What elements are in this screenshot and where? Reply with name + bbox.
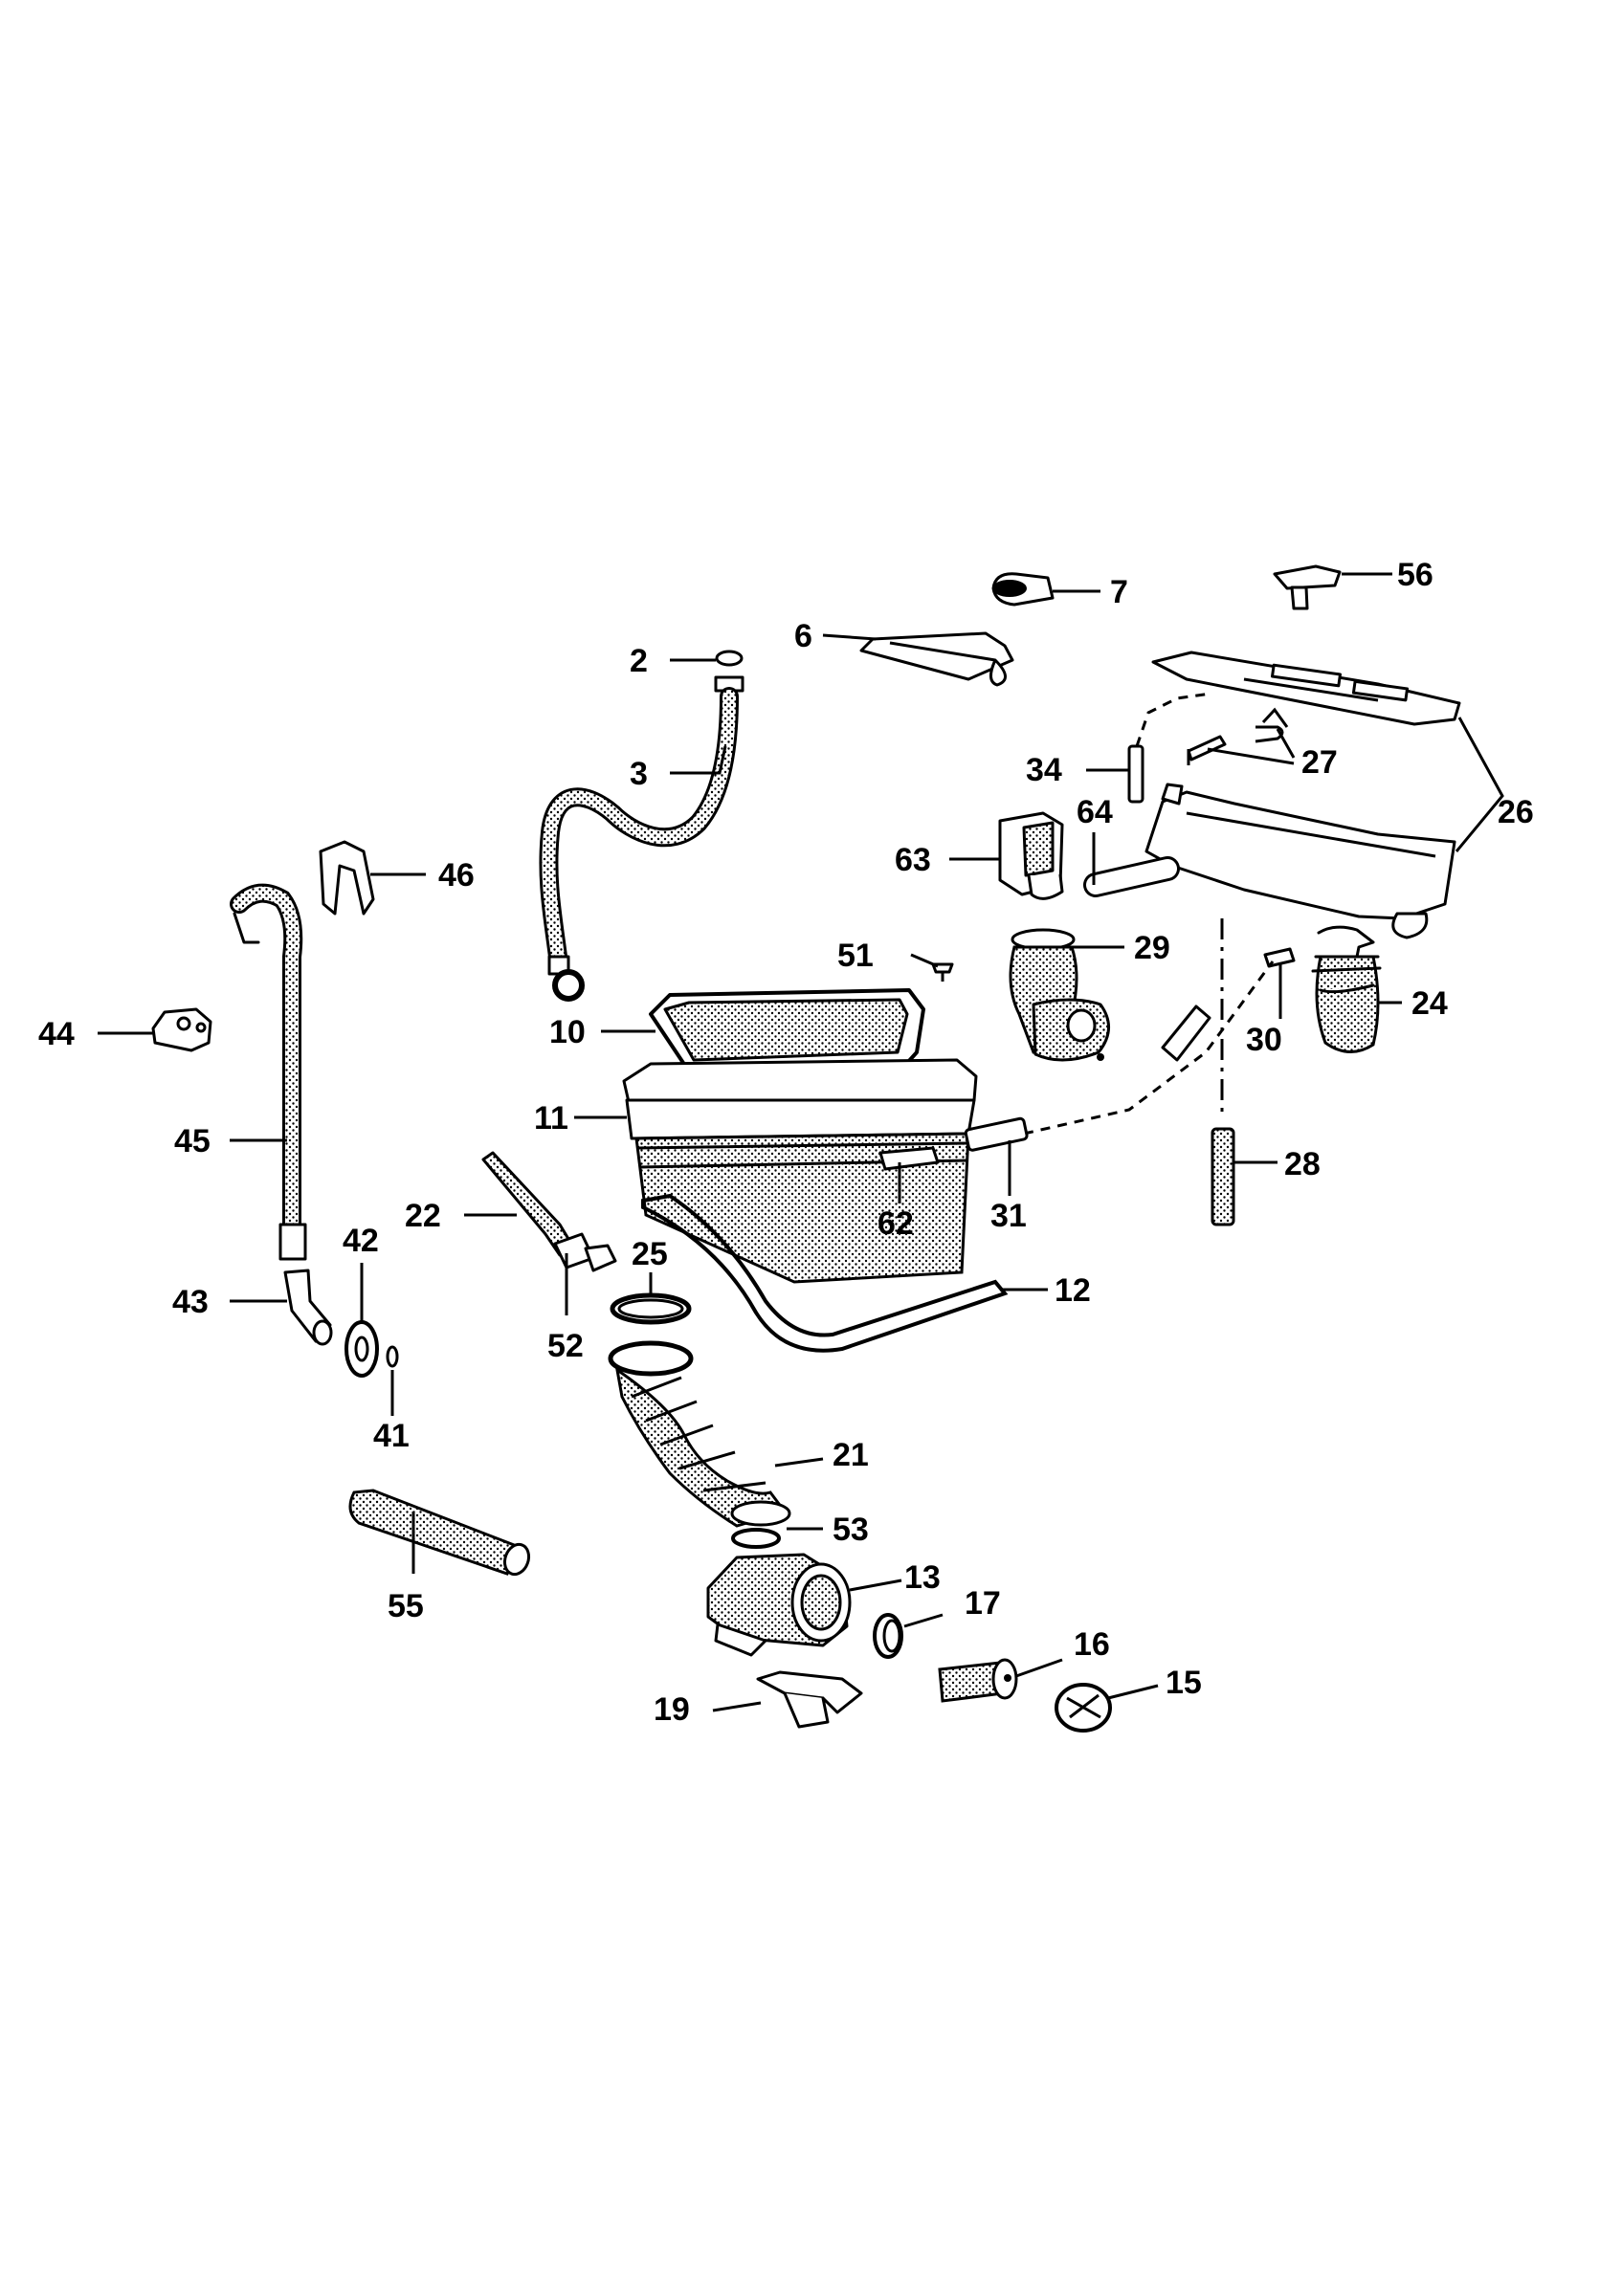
label-52: 52 — [547, 1328, 584, 1364]
label-64: 64 — [1077, 794, 1113, 830]
part-11-outer-tub — [622, 1058, 1029, 1284]
part-6-dispenser-lid — [859, 631, 1014, 687]
label-10: 10 — [549, 1014, 586, 1050]
label-56: 56 — [1397, 557, 1433, 593]
part-41-ring — [386, 1345, 399, 1368]
part-25-hose-clamp — [610, 1292, 692, 1325]
label-13: 13 — [904, 1559, 941, 1596]
label-30: 30 — [1246, 1022, 1282, 1058]
label-12: 12 — [1055, 1272, 1091, 1309]
label-63: 63 — [895, 842, 931, 878]
label-41: 41 — [373, 1418, 410, 1454]
label-16: 16 — [1074, 1626, 1110, 1663]
label-17: 17 — [965, 1585, 1001, 1622]
part-19-bracket — [756, 1670, 863, 1729]
part-16-filter — [938, 1658, 1018, 1703]
part-21-bellows-hose — [608, 1340, 791, 1528]
part-46-bracket — [319, 840, 375, 916]
part-15-cap — [1055, 1683, 1112, 1733]
part-13-pump-housing — [706, 1553, 852, 1657]
leader-lines — [98, 572, 1504, 1712]
hose-route-dashed — [1023, 960, 1275, 1136]
label-15: 15 — [1166, 1665, 1202, 1701]
part-45-drain-hose — [230, 883, 307, 1261]
part-17-ring — [873, 1613, 903, 1659]
part-44-clamp — [151, 1007, 212, 1052]
part-53-ring — [731, 1528, 781, 1549]
part-64-hose — [1083, 856, 1180, 897]
part-26-dispenser-housing — [1144, 651, 1461, 939]
label-28: 28 — [1284, 1146, 1321, 1182]
label-62: 62 — [878, 1205, 914, 1242]
part-55-tube — [348, 1489, 531, 1577]
label-42: 42 — [343, 1223, 379, 1259]
label-21: 21 — [833, 1437, 869, 1473]
part-42-grommet — [344, 1320, 379, 1378]
label-29: 29 — [1134, 930, 1170, 966]
part-34-tube — [1127, 744, 1144, 804]
part-24-pressure-chamber — [1311, 925, 1382, 1053]
label-6: 6 — [794, 618, 812, 654]
label-2: 2 — [630, 643, 648, 679]
part-12-seal — [641, 1193, 1009, 1353]
part-43-elbow — [283, 1269, 333, 1346]
part-2-washer — [715, 650, 744, 667]
label-27: 27 — [1301, 744, 1338, 781]
label-7: 7 — [1110, 574, 1128, 610]
label-25: 25 — [632, 1236, 668, 1272]
label-24: 24 — [1411, 985, 1448, 1022]
label-31: 31 — [990, 1198, 1027, 1234]
part-27-clips — [1187, 707, 1289, 765]
label-44: 44 — [38, 1016, 75, 1052]
label-11: 11 — [534, 1100, 568, 1137]
label-34: 34 — [1026, 752, 1062, 788]
label-22: 22 — [405, 1198, 441, 1234]
part-28-tube — [1211, 1127, 1235, 1226]
part-31-hose-fitting — [1161, 1004, 1211, 1062]
part-7-cap — [991, 572, 1055, 607]
part-3-inlet-hose — [539, 675, 744, 1002]
label-26: 26 — [1498, 794, 1534, 830]
label-55: 55 — [388, 1588, 424, 1624]
part-63-chamber — [998, 811, 1064, 900]
label-3: 3 — [630, 756, 648, 792]
part-56-clip — [1273, 564, 1342, 610]
part-29-bellows — [1009, 928, 1110, 1062]
label-45: 45 — [174, 1123, 211, 1159]
part-number-labels: 2 3 6 7 10 11 12 13 15 16 17 19 21 22 24… — [38, 557, 1534, 1728]
label-51: 51 — [837, 938, 874, 974]
dashed-route-upper — [1135, 692, 1211, 747]
label-53: 53 — [833, 1512, 869, 1548]
label-46: 46 — [438, 857, 475, 894]
label-43: 43 — [172, 1284, 209, 1320]
part-22-drain-fitting — [481, 1151, 617, 1272]
label-19: 19 — [654, 1691, 690, 1728]
